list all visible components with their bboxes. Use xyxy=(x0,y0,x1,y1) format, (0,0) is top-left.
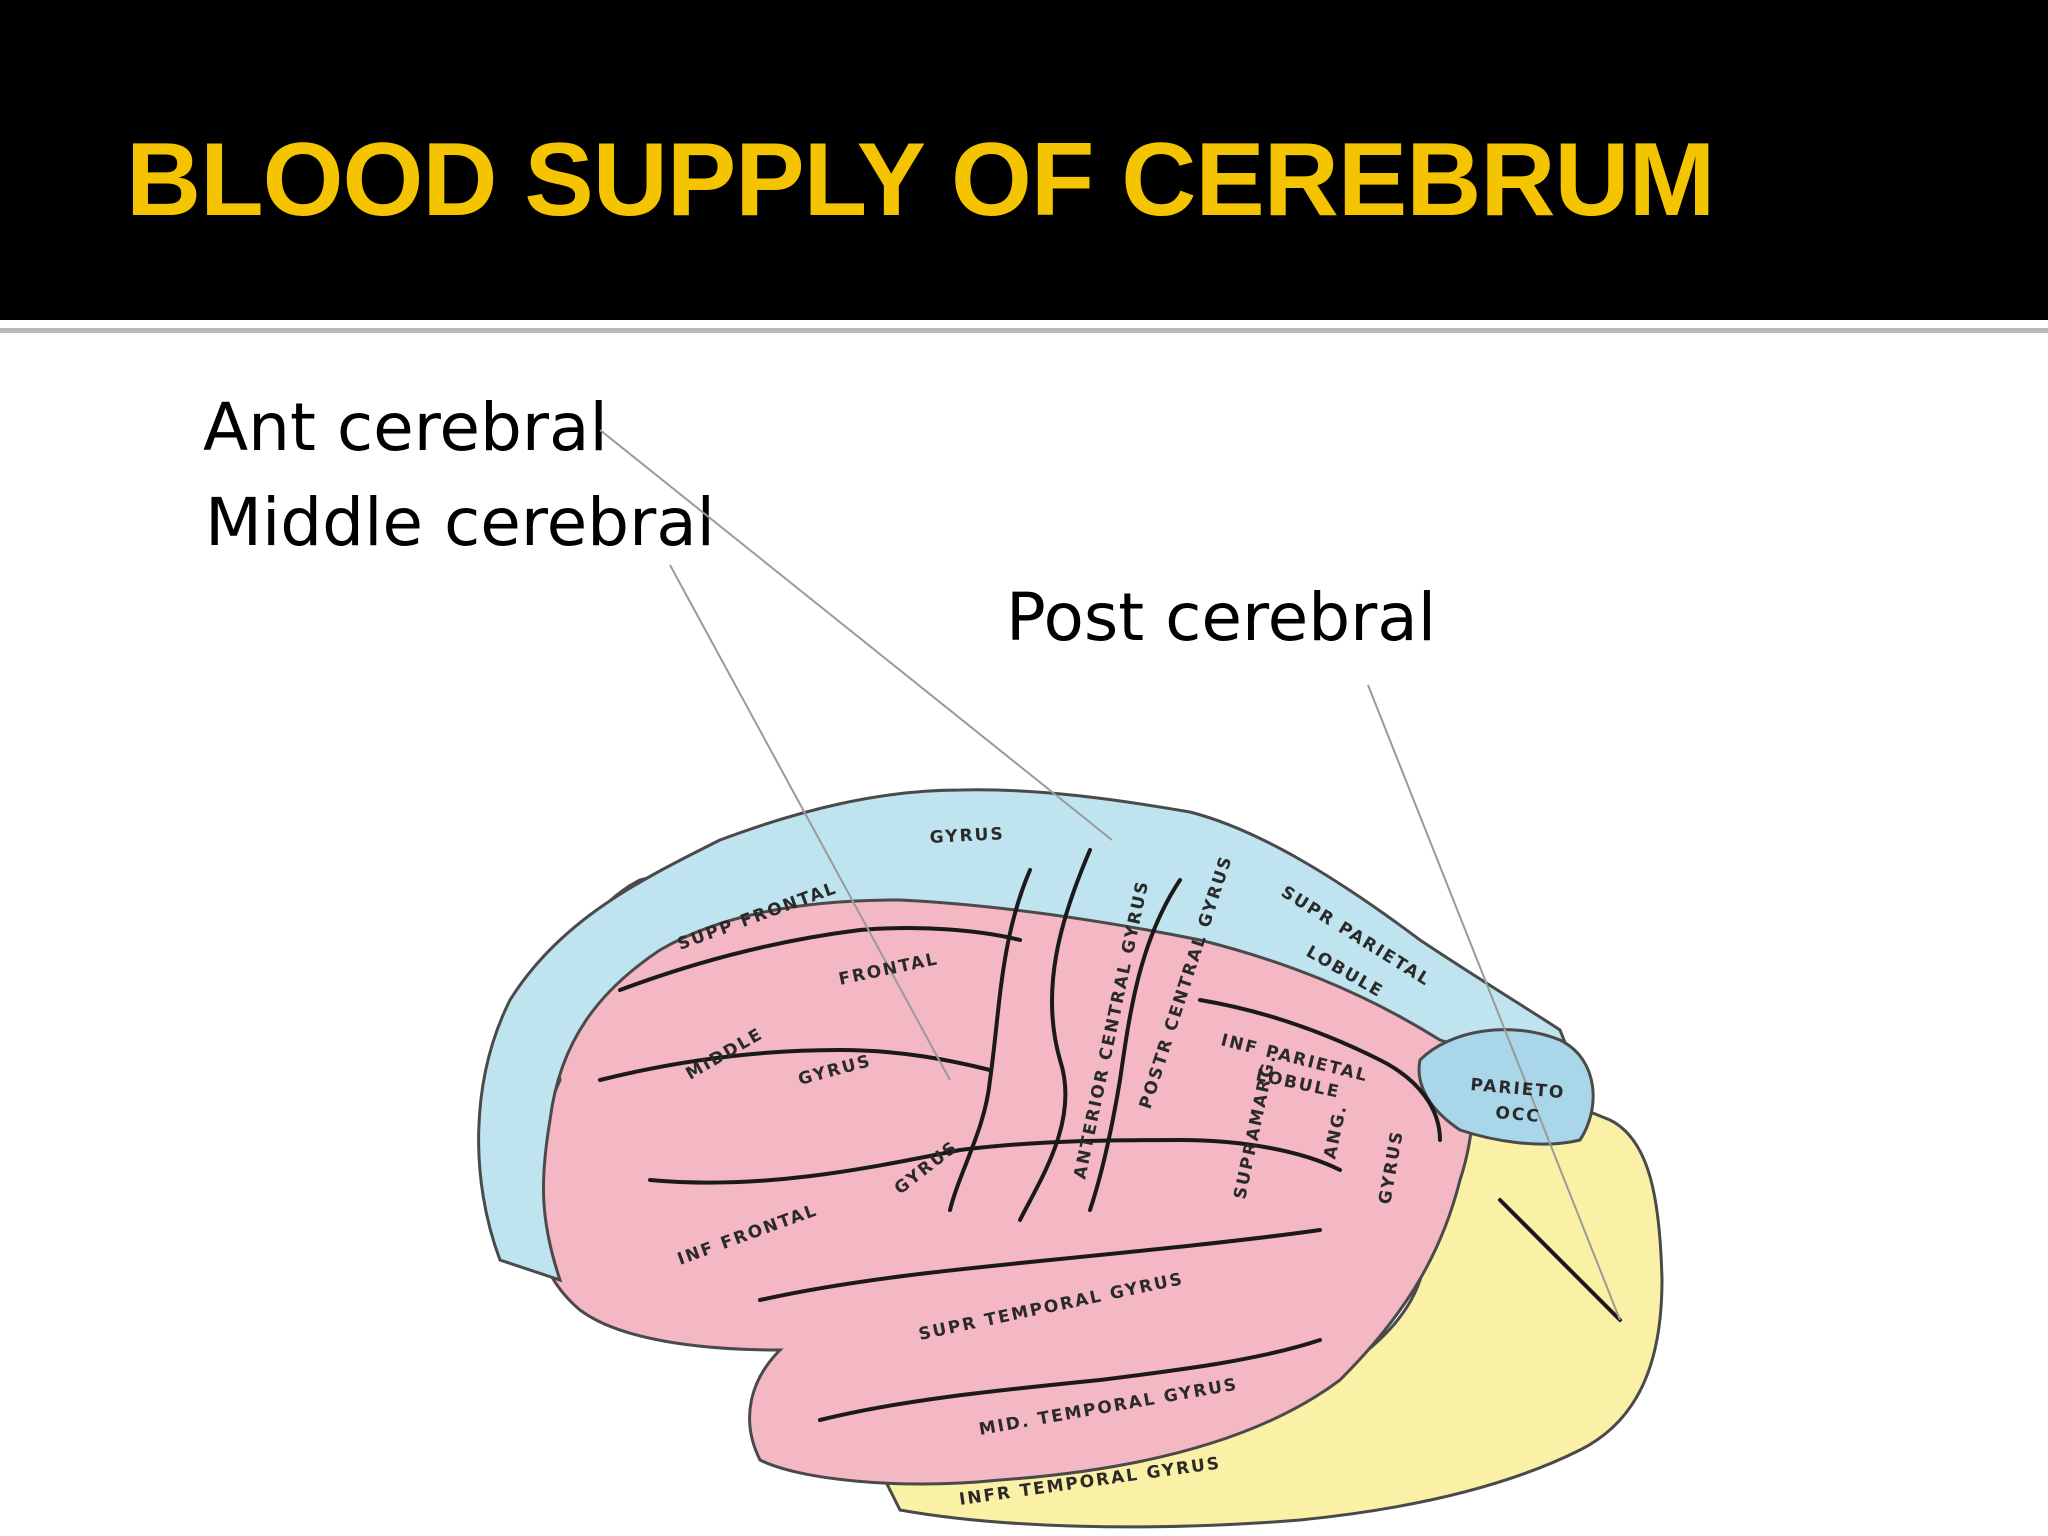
central-sulcus xyxy=(1018,848,1092,1222)
intraparietal-sulcus xyxy=(1198,998,1442,1142)
header-band xyxy=(0,0,2048,320)
lateral-sulcus xyxy=(648,1137,1342,1185)
postcentral-sulcus xyxy=(1088,878,1182,1212)
inferior-temporal-sulcus xyxy=(818,1338,1322,1422)
superior-frontal-sulcus xyxy=(618,926,1022,992)
pointer-lines xyxy=(599,429,1621,1321)
slide-title: BLOOD SUPPLY OF CEREBRUM xyxy=(126,122,1715,238)
precentral-sulcus xyxy=(948,868,1032,1212)
anterior-cerebral-territory xyxy=(477,788,1583,1283)
superior-temporal-sulcus xyxy=(758,1228,1322,1302)
occipital-sulcus xyxy=(1498,1198,1622,1322)
parieto-occipital-region xyxy=(1417,1028,1595,1146)
pointer-ant-cerebral xyxy=(599,429,1113,841)
label-post-cerebral: Post cerebral xyxy=(1006,579,1437,656)
label-middle-cerebral: Middle cerebral xyxy=(205,484,715,561)
gyrus-label: GYRUS xyxy=(929,824,1005,848)
gyrus-label: OCC xyxy=(1495,1103,1542,1127)
sulci-lines xyxy=(598,848,1622,1422)
pointer-post-cerebral xyxy=(1367,684,1621,1321)
pointer-middle-cerebral xyxy=(669,564,951,1081)
inferior-frontal-sulcus xyxy=(598,1047,992,1082)
header-divider xyxy=(0,328,2048,333)
label-ant-cerebral: Ant cerebral xyxy=(203,389,608,466)
